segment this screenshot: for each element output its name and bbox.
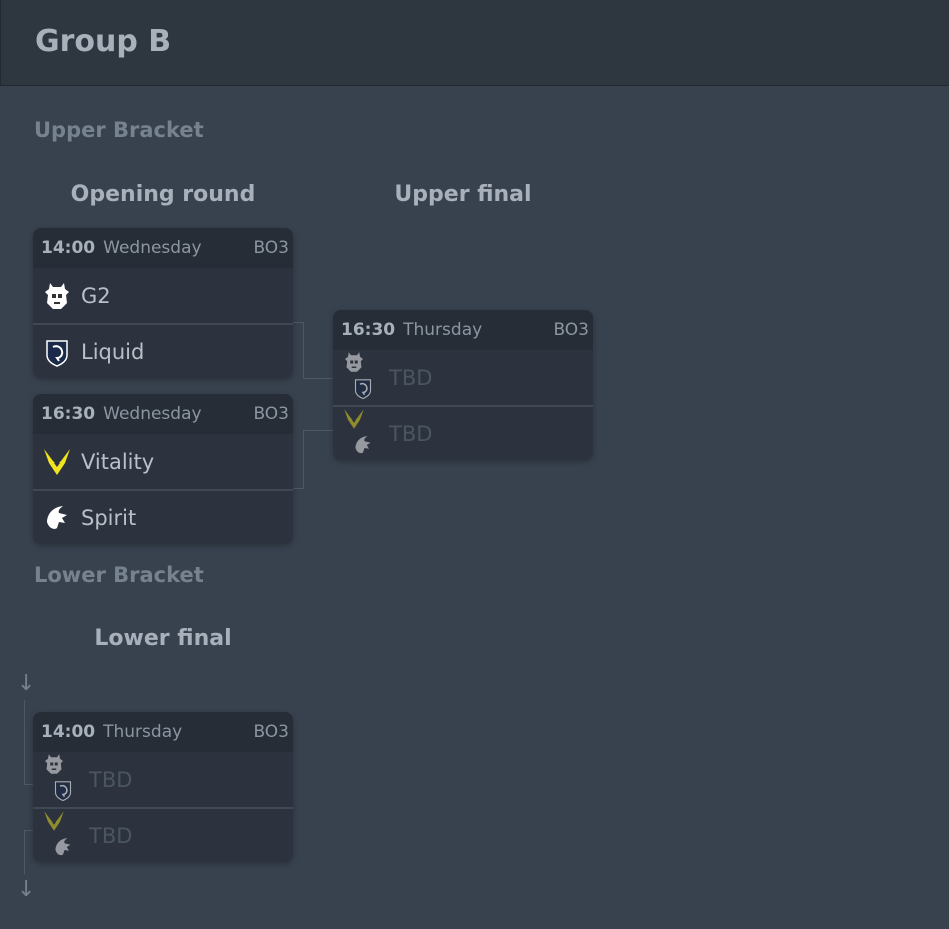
arrow-down-icon: ↓ bbox=[17, 877, 36, 902]
match-card[interactable]: 16:30 Thursday BO3 TBD TBD bbox=[333, 310, 593, 460]
match-time: 14:00 bbox=[41, 722, 96, 742]
connector bbox=[24, 700, 33, 785]
connector bbox=[293, 430, 304, 489]
connector bbox=[293, 322, 304, 379]
liquid-logo-icon bbox=[51, 778, 75, 802]
team-row[interactable]: Spirit bbox=[33, 489, 293, 544]
match-format: BO3 bbox=[553, 320, 589, 340]
match-time: 16:30 bbox=[341, 320, 396, 340]
team-name: TBD bbox=[389, 365, 433, 390]
match-card[interactable]: 14:00 Thursday BO3 TBD TBD bbox=[33, 712, 293, 862]
connector bbox=[303, 430, 333, 431]
lower-bracket-title: Lower Bracket bbox=[34, 563, 204, 587]
team-row[interactable]: TBD bbox=[33, 752, 293, 807]
arrow-down-icon: ↓ bbox=[17, 671, 36, 696]
team-row[interactable]: G2 bbox=[33, 268, 293, 323]
match-format: BO3 bbox=[253, 722, 289, 742]
spirit-logo-icon bbox=[51, 835, 75, 859]
team-row[interactable]: TBD bbox=[333, 405, 593, 460]
team-name: Liquid bbox=[81, 339, 145, 364]
liquid-logo-icon bbox=[351, 376, 375, 400]
g2-logo-icon bbox=[342, 350, 366, 374]
team-name: TBD bbox=[389, 421, 433, 446]
team-name: TBD bbox=[89, 767, 133, 792]
match-day: Thursday bbox=[103, 722, 183, 742]
upper-bracket-title: Upper Bracket bbox=[34, 118, 204, 142]
vitality-logo-icon bbox=[41, 446, 73, 478]
team-name: TBD bbox=[89, 823, 133, 848]
match-format: BO3 bbox=[253, 404, 289, 424]
team-name: G2 bbox=[81, 283, 111, 308]
team-row[interactable]: TBD bbox=[333, 350, 593, 405]
g2-logo-icon bbox=[42, 752, 66, 776]
match-time: 14:00 bbox=[41, 238, 96, 258]
match-card[interactable]: 16:30 Wednesday BO3 Vitality Spirit bbox=[33, 394, 293, 544]
round-title-opening: Opening round bbox=[70, 182, 256, 207]
round-title-lower-final: Lower final bbox=[94, 626, 232, 651]
match-format: BO3 bbox=[253, 238, 289, 258]
vitality-logo-icon bbox=[42, 809, 66, 833]
page-title: Group B bbox=[35, 24, 172, 59]
match-time: 16:30 bbox=[41, 404, 96, 424]
match-card[interactable]: 14:00 Wednesday BO3 G2 Liquid bbox=[33, 228, 293, 378]
page-header: Group B bbox=[0, 0, 949, 86]
match-day: Wednesday bbox=[103, 404, 202, 424]
connector bbox=[303, 378, 333, 379]
g2-logo-icon bbox=[41, 280, 73, 312]
team-name: Vitality bbox=[81, 449, 155, 474]
match-day: Thursday bbox=[403, 320, 483, 340]
round-title-upper-final: Upper final bbox=[394, 182, 532, 207]
spirit-logo-icon bbox=[41, 502, 73, 534]
liquid-logo-icon bbox=[41, 336, 73, 368]
connector bbox=[24, 830, 33, 874]
team-row[interactable]: TBD bbox=[33, 807, 293, 862]
match-day: Wednesday bbox=[103, 238, 202, 258]
team-name: Spirit bbox=[81, 505, 137, 530]
vitality-logo-icon bbox=[342, 407, 366, 431]
spirit-logo-icon bbox=[351, 433, 375, 457]
team-row[interactable]: Vitality bbox=[33, 434, 293, 489]
team-row[interactable]: Liquid bbox=[33, 323, 293, 378]
